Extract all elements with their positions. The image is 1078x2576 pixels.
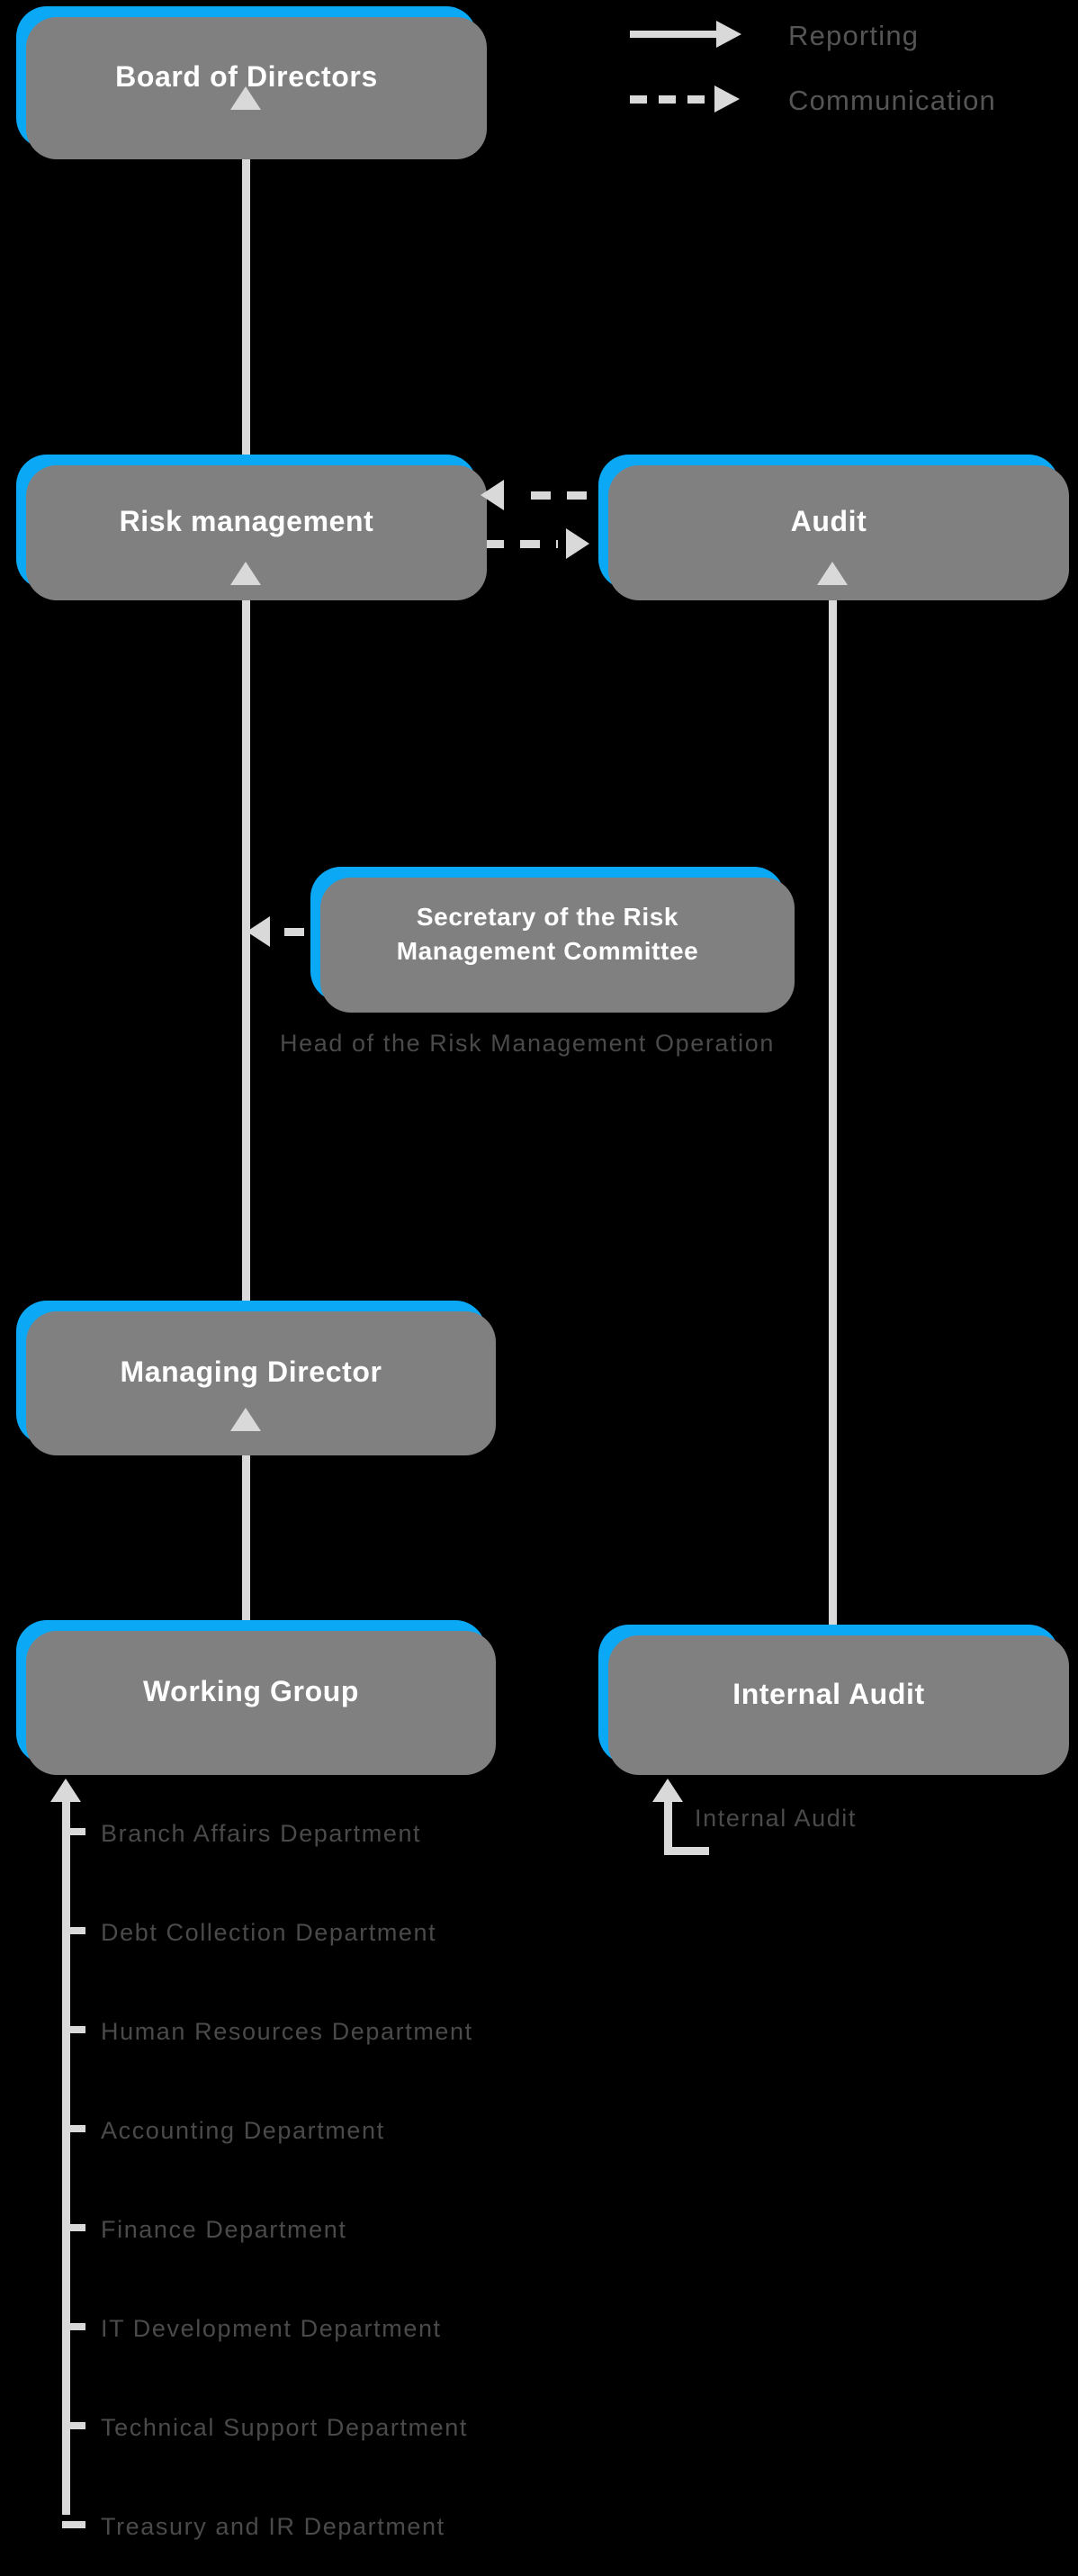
legend: Reporting Communication xyxy=(630,16,1062,146)
legend-item-communication: Communication xyxy=(630,81,1062,146)
department-tick xyxy=(62,2422,85,2429)
node-audit[interactable]: Audit xyxy=(598,455,1069,600)
connector-secretary-to-spine-dashed xyxy=(284,928,324,936)
connector-risk-to-audit-arrowhead xyxy=(566,528,589,559)
department-tick xyxy=(62,2125,85,2132)
node-label-secretary-line2: Management Committee xyxy=(396,937,699,965)
department-label: Accounting Department xyxy=(101,2117,385,2144)
department-label: Debt Collection Department xyxy=(101,1919,437,1946)
connector-md-to-risk-line xyxy=(242,583,250,1636)
department-tick xyxy=(62,1828,85,1835)
node-label-secretary: Secretary of the Risk Management Committ… xyxy=(381,900,715,968)
connector-wg-to-md-arrowhead xyxy=(230,1408,261,1431)
secretary-caption: Head of the Risk Management Operation xyxy=(280,1030,775,1057)
legend-label-reporting: Reporting xyxy=(788,20,920,51)
node-board-of-directors[interactable]: Board of Directors xyxy=(16,6,487,159)
connector-audit-to-risk-dashed xyxy=(531,491,621,500)
connector-internalaudit-to-audit-arrowhead xyxy=(817,562,848,585)
connector-risk-to-audit-dashed xyxy=(448,540,558,548)
node-label-managing-director: Managing Director xyxy=(120,1356,382,1389)
solid-arrow-icon xyxy=(630,31,720,38)
department-tick xyxy=(62,1927,85,1934)
node-managing-director[interactable]: Managing Director xyxy=(16,1301,496,1455)
node-internal-audit[interactable]: Internal Audit xyxy=(598,1625,1069,1775)
department-label: Branch Affairs Department xyxy=(101,1820,422,1847)
department-label: Technical Support Department xyxy=(101,2414,468,2441)
legend-item-reporting: Reporting xyxy=(630,16,1062,81)
internal-audit-branch-line xyxy=(664,1800,672,1854)
internal-audit-caption: Internal Audit xyxy=(695,1805,858,1832)
connector-risk-to-board-arrowhead xyxy=(230,86,261,110)
connector-md-to-risk-arrowhead xyxy=(230,562,261,585)
department-label: Treasury and IR Department xyxy=(101,2513,445,2540)
department-label: IT Development Department xyxy=(101,2315,442,2342)
departments-spine-arrowhead xyxy=(50,1779,81,1802)
node-shadow xyxy=(608,1635,1069,1775)
internal-audit-branch-arrowhead xyxy=(652,1779,683,1802)
internal-audit-branch-tick xyxy=(664,1847,709,1855)
department-label: Finance Department xyxy=(101,2216,347,2243)
node-label-internal-audit: Internal Audit xyxy=(732,1677,925,1710)
dashed-arrow-icon xyxy=(630,95,711,104)
departments-spine-line xyxy=(62,1800,70,2515)
department-tick xyxy=(62,2323,85,2330)
department-tick xyxy=(62,2224,85,2231)
solid-arrowhead-icon xyxy=(716,21,741,48)
dashed-arrowhead-icon xyxy=(714,86,740,113)
department-tick xyxy=(62,2026,85,2033)
department-tick xyxy=(62,2521,85,2528)
connector-secretary-arrowhead xyxy=(247,916,270,947)
node-working-group[interactable]: Working Group xyxy=(16,1620,496,1775)
connector-internalaudit-to-audit-line xyxy=(829,583,837,1638)
node-shadow xyxy=(26,1631,496,1775)
node-label-risk-management: Risk management xyxy=(119,505,374,538)
node-secretary-risk-management-committee[interactable]: Secretary of the Risk Management Committ… xyxy=(310,867,795,1013)
department-label: Human Resources Department xyxy=(101,2018,473,2045)
node-shadow xyxy=(26,1311,496,1455)
node-label-working-group: Working Group xyxy=(142,1675,360,1708)
node-label-secretary-line1: Secretary of the Risk xyxy=(416,903,679,932)
node-shadow xyxy=(320,878,795,1013)
node-label-audit: Audit xyxy=(790,505,867,538)
connector-risk-to-board-line xyxy=(242,108,250,461)
connector-audit-to-risk-arrowhead xyxy=(481,480,504,510)
legend-label-communication: Communication xyxy=(788,85,996,116)
